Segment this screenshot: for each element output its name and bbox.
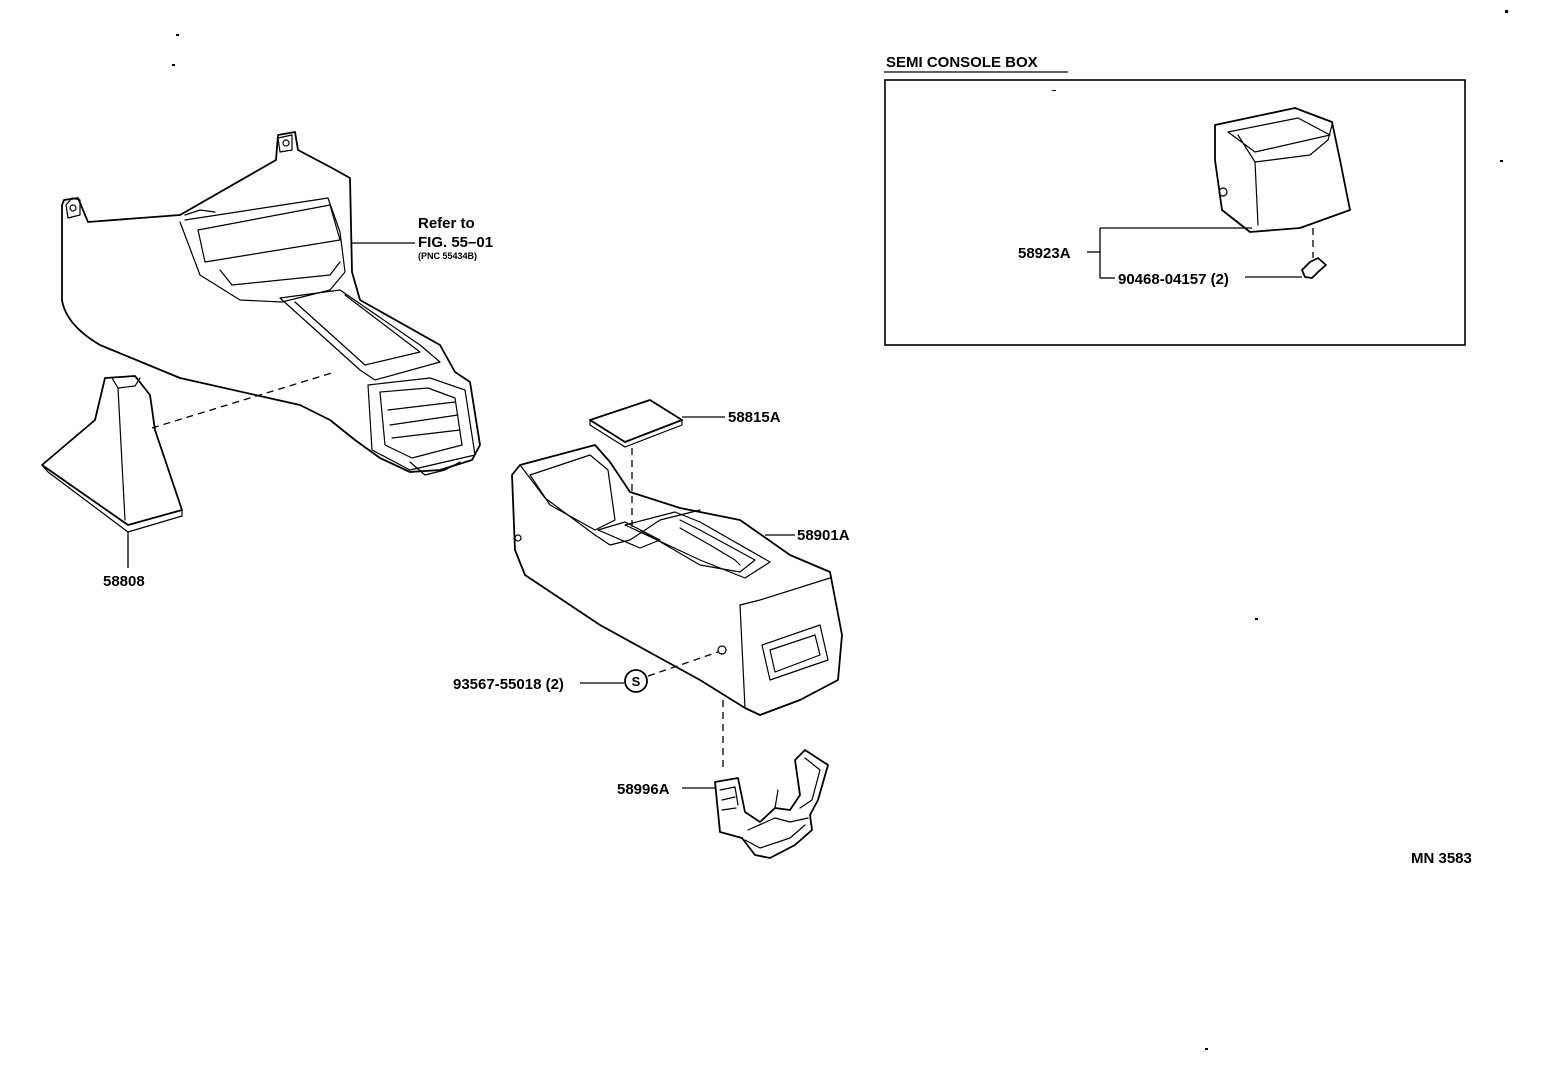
clip-part (1301, 257, 1327, 279)
semi-console-box-part (1214, 107, 1351, 233)
figure-id: MN 3583 (1411, 850, 1472, 867)
tray-cover-58815A (589, 399, 683, 448)
shift-boot-58808 (41, 375, 183, 533)
inset-title: SEMI CONSOLE BOX (886, 54, 1038, 71)
bracket-58996A (714, 749, 829, 859)
label-93567-55018: 93567-55018 (2) (453, 676, 564, 693)
screw-symbol: S (632, 674, 641, 689)
label-58815A: 58815A (728, 409, 781, 426)
console-box-58901A (511, 444, 843, 716)
refer-to-line3: (PNC 55434B) (418, 251, 477, 261)
label-58923A: 58923A (1018, 245, 1071, 262)
scan-specks (172, 10, 1508, 1050)
refer-to-line2: FIG. 55–01 (418, 234, 493, 251)
label-58996A: 58996A (617, 781, 670, 798)
label-90468-04157: 90468-04157 (2) (1118, 271, 1229, 288)
label-58901A: 58901A (797, 527, 850, 544)
label-58808: 58808 (103, 573, 145, 590)
semi-console-inset (884, 71, 1466, 346)
front-console-panel (61, 131, 481, 476)
screw-symbol-circle (624, 669, 648, 693)
boot-to-panel-dash (151, 371, 336, 429)
refer-to-line1: Refer to (418, 215, 475, 232)
